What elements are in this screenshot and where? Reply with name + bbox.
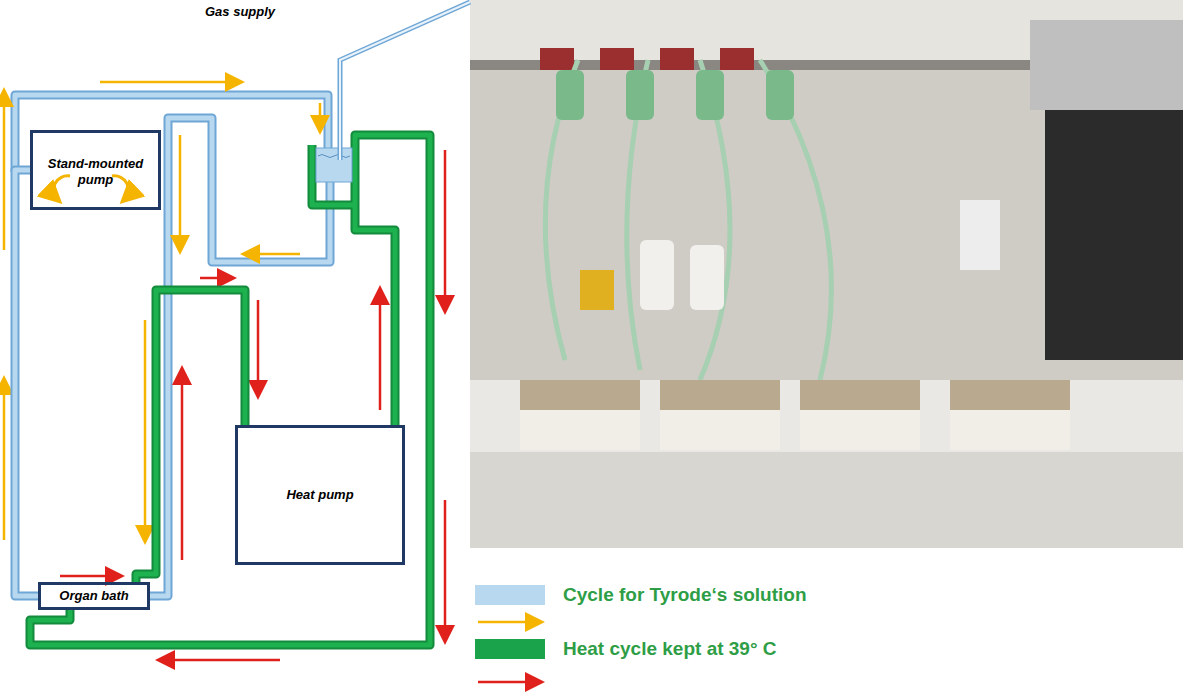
legend-label: Cycle for Tyrode‘s solution (563, 584, 807, 606)
heat-pipe (30, 135, 430, 645)
tyrode-pipe (15, 95, 330, 596)
pipe-connector (136, 290, 245, 582)
legend-row: Cycle for Tyrode‘s solution (475, 584, 807, 606)
flow-arrows (4, 82, 445, 660)
pipe-stroke (15, 170, 38, 596)
edge-layer (15, 170, 245, 596)
pipe-stroke (15, 170, 38, 596)
lab-photo (470, 0, 1183, 548)
legend-swatch (475, 639, 545, 659)
text-label: Gas supply (205, 4, 275, 19)
pipe-connector (15, 170, 38, 596)
organ-bath-box: Organ bath (38, 582, 150, 610)
pump-box: Stand-mounted pump (30, 130, 161, 210)
node-label: Stand-mounted pump (33, 156, 158, 187)
legend-row: Heat cycle kept at 39° C (475, 638, 777, 660)
node-label: Heat pump (286, 487, 353, 503)
heat-pump-box: Heat pump (235, 425, 405, 565)
gas-line (340, 2, 470, 160)
legend-label: Heat cycle kept at 39° C (563, 638, 777, 660)
legend-swatch (475, 585, 545, 605)
pipe-stroke (136, 290, 245, 582)
reservoir (316, 148, 352, 182)
pipe-stroke (136, 290, 245, 582)
node-label: Organ bath (59, 588, 128, 604)
